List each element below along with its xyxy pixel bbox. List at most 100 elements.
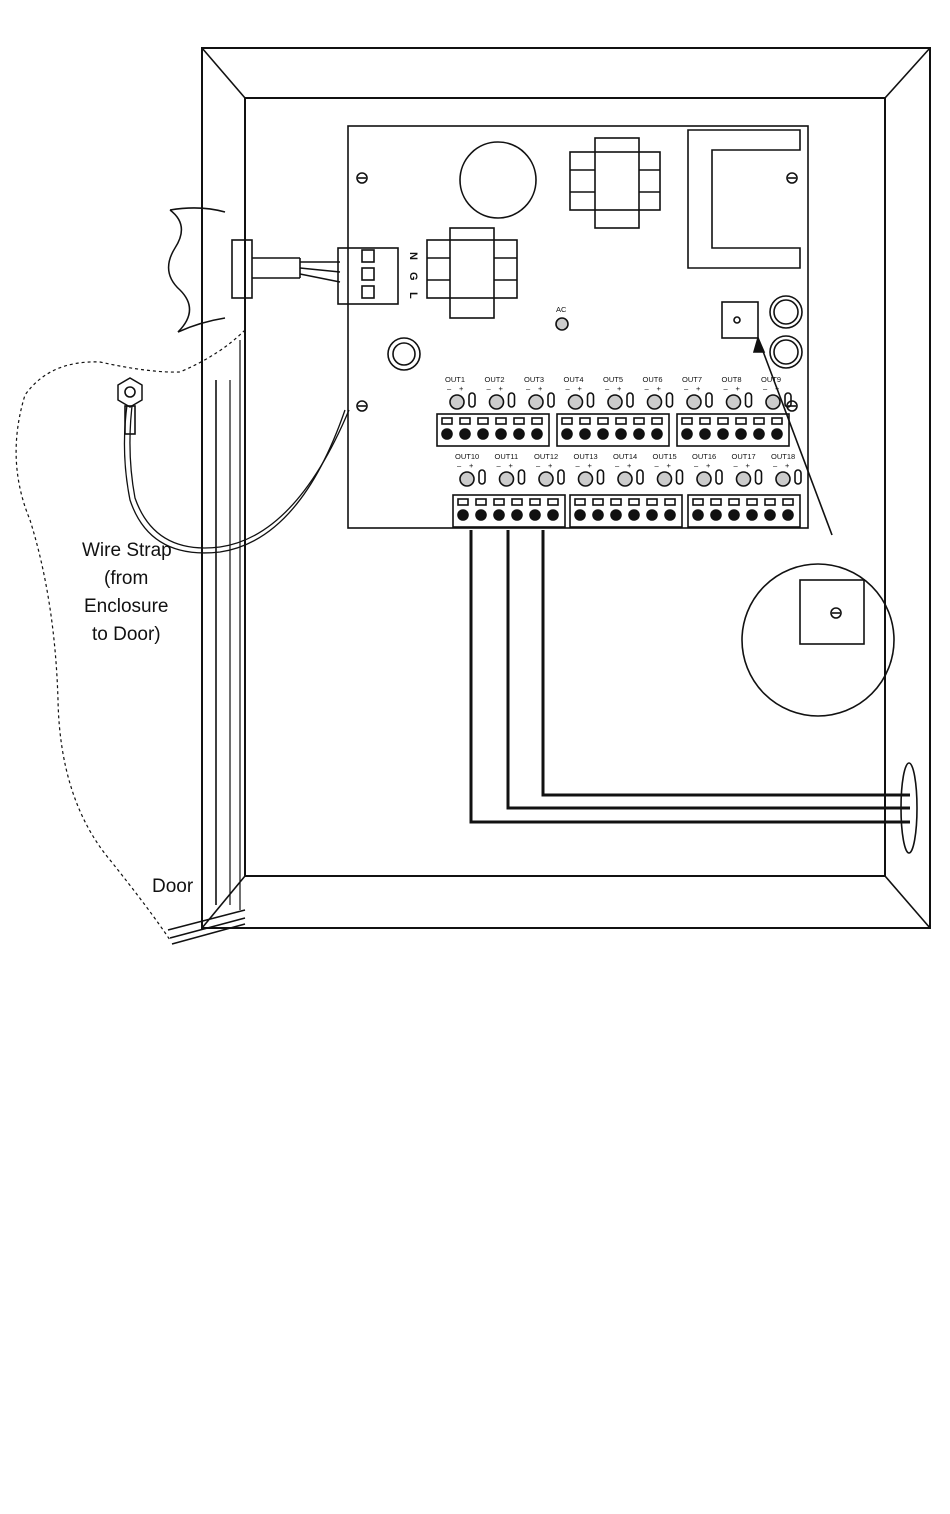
fuse-icon <box>667 393 673 407</box>
terminal-screw <box>532 429 542 439</box>
output-label-out16: OUT16 <box>692 452 716 461</box>
field-wiring <box>471 530 910 822</box>
terminal-screw <box>458 510 468 520</box>
terminal-screw-slot <box>460 418 470 424</box>
polarity-minus: – <box>447 384 452 393</box>
polarity-plus: + <box>785 461 790 470</box>
terminal-screw-slot <box>629 499 639 505</box>
terminal-screw-slot <box>478 418 488 424</box>
polarity-minus: – <box>773 461 778 470</box>
terminal-screw-slot <box>548 499 558 505</box>
cable-gland <box>232 240 252 298</box>
polarity-minus: – <box>526 384 531 393</box>
output-row-2: OUT10–+OUT11–+OUT12–+OUT13–+OUT14–+OUT15… <box>453 452 801 527</box>
terminal-screw-slot <box>514 418 524 424</box>
polarity-plus: + <box>509 461 514 470</box>
polarity-minus: – <box>536 461 541 470</box>
fuse-icon <box>469 393 475 407</box>
terminal-screw <box>548 510 558 520</box>
led-icon <box>569 395 583 409</box>
polarity-minus: – <box>734 461 739 470</box>
terminal-screw-slot <box>611 499 621 505</box>
terminal-screw-slot <box>575 499 585 505</box>
led-icon <box>618 472 632 486</box>
fuse-icon <box>558 470 564 484</box>
terminal-screw <box>634 429 644 439</box>
terminal-screw <box>736 429 746 439</box>
terminal-screw-slot <box>562 418 572 424</box>
output-label-out17: OUT17 <box>732 452 756 461</box>
polarity-minus: – <box>576 461 581 470</box>
terminal-screw-slot <box>682 418 692 424</box>
terminal-screw <box>765 510 775 520</box>
led-icon <box>737 472 751 486</box>
mains-label-n: N <box>407 252 419 260</box>
fuse-icon <box>509 393 515 407</box>
screw-icon <box>357 401 367 411</box>
screw-icon <box>357 173 367 183</box>
terminal-screw-slot <box>647 499 657 505</box>
terminal-screw <box>682 429 692 439</box>
led-icon <box>608 395 622 409</box>
terminal-screw-slot <box>593 499 603 505</box>
terminal-screw <box>652 429 662 439</box>
led-icon <box>539 472 553 486</box>
output-label-out9: OUT9 <box>761 375 781 384</box>
led-icon <box>556 318 568 330</box>
polarity-minus: – <box>724 384 729 393</box>
terminal-screw-slot <box>442 418 452 424</box>
led-icon <box>687 395 701 409</box>
terminal-screw <box>611 510 621 520</box>
terminal-screw-slot <box>693 499 703 505</box>
terminal-screw-slot <box>512 499 522 505</box>
output-label-out11: OUT11 <box>495 452 519 461</box>
terminal-screw-slot <box>665 499 675 505</box>
jumper-icon <box>800 580 864 644</box>
wire-strap-label: Wire Strap (from Enclosure to Door) <box>82 540 172 645</box>
polarity-minus: – <box>487 384 492 393</box>
terminal-screw <box>530 510 540 520</box>
output-label-out10: OUT10 <box>455 452 479 461</box>
polarity-minus: – <box>694 461 699 470</box>
led-icon <box>450 395 464 409</box>
mains-terminal-block <box>338 248 398 304</box>
polarity-plus: + <box>667 461 672 470</box>
led-icon <box>579 472 593 486</box>
polarity-minus: – <box>655 461 660 470</box>
capacitor-icon <box>460 142 536 218</box>
output-label-out2: OUT2 <box>485 375 505 384</box>
led-icon <box>529 395 543 409</box>
terminal-screw <box>665 510 675 520</box>
terminal-screw-slot <box>496 418 506 424</box>
polarity-plus: + <box>588 461 593 470</box>
output-label-out8: OUT8 <box>722 375 742 384</box>
terminal-screw-slot <box>580 418 590 424</box>
fuse-icon <box>716 470 722 484</box>
polarity-plus: + <box>538 384 543 393</box>
terminal-screw <box>616 429 626 439</box>
led-icon <box>697 472 711 486</box>
polarity-minus: – <box>684 384 689 393</box>
fuse-icon <box>637 470 643 484</box>
polarity-plus: + <box>696 384 701 393</box>
heatsink-icon <box>688 130 800 268</box>
terminal-screw <box>476 510 486 520</box>
fuse-icon <box>598 470 604 484</box>
terminal-screw-slot <box>736 418 746 424</box>
led-icon <box>490 395 504 409</box>
fuse-icon <box>677 470 683 484</box>
polarity-plus: + <box>706 461 711 470</box>
terminal-screw-slot <box>616 418 626 424</box>
wire-strap <box>118 378 349 553</box>
fuse-icon <box>588 393 594 407</box>
output-label-out12: OUT12 <box>534 452 558 461</box>
polarity-plus: + <box>499 384 504 393</box>
polarity-plus: + <box>469 461 474 470</box>
terminal-screw <box>496 429 506 439</box>
terminal-screw <box>718 429 728 439</box>
output-label-out15: OUT15 <box>653 452 677 461</box>
terminal-screw <box>693 510 703 520</box>
led-icon <box>776 472 790 486</box>
terminal-screw-slot <box>783 499 793 505</box>
